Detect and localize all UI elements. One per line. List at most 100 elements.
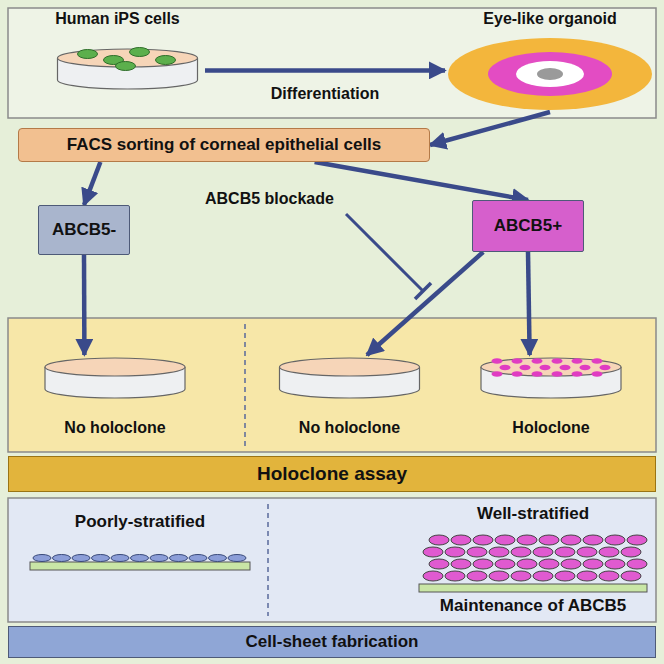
population-box: ABCB5+	[472, 200, 584, 252]
figure-label: Poorly-stratified	[22, 512, 258, 532]
epithelial-cell	[577, 547, 597, 557]
epithelial-cell	[583, 559, 603, 569]
ips-colony	[78, 50, 98, 59]
epithelial-cell	[423, 571, 443, 581]
organoid-layer	[488, 52, 612, 96]
epithelial-cell	[621, 571, 641, 581]
epithelial-cell	[33, 555, 51, 562]
epithelial-cell	[517, 535, 537, 545]
epithelial-cell	[467, 547, 487, 557]
figure	[445, 34, 655, 112]
inhibition-stem	[346, 214, 423, 291]
organoid-layer	[448, 38, 652, 110]
arrow-connector	[315, 162, 528, 200]
epithelial-cell	[533, 571, 553, 581]
figure-label: No holoclone	[30, 419, 200, 437]
edge-label: Differentiation	[271, 85, 379, 103]
epithelial-cell	[228, 555, 246, 562]
annotation-label: ABCB5 blockade	[205, 190, 334, 208]
cell-sheet: Well-stratifiedMaintenance of ABCB5	[415, 504, 651, 618]
box-label: ABCB5-	[52, 220, 116, 240]
epithelial-cell	[473, 535, 493, 545]
holoclone-colony	[580, 365, 591, 371]
holoclone-colony	[592, 358, 603, 364]
figure	[30, 355, 200, 411]
epithelial-cell	[627, 535, 647, 545]
top-panel	[8, 8, 656, 118]
dish-medium	[280, 358, 420, 376]
divider-line	[244, 324, 246, 446]
epithelial-cell	[489, 571, 509, 581]
ips-colony	[130, 48, 150, 57]
ips-colony	[116, 62, 136, 71]
epithelial-cell	[170, 555, 188, 562]
figure-label: Human iPS cells	[30, 10, 205, 28]
holoclone-colony	[512, 371, 523, 377]
epithelial-cell	[189, 555, 207, 562]
epithelial-cell	[533, 547, 553, 557]
figure	[462, 355, 640, 411]
epithelial-cell	[451, 559, 471, 569]
figure-label: No holoclone	[262, 419, 437, 437]
epithelial-cell	[445, 571, 465, 581]
epithelial-cell	[599, 547, 619, 557]
figure	[262, 355, 437, 411]
epithelial-cell	[561, 535, 581, 545]
figure	[22, 546, 258, 586]
epithelial-cell	[451, 535, 471, 545]
box-label: FACS sorting of corneal epithelial cells	[67, 135, 382, 155]
epithelial-cell	[555, 571, 575, 581]
inhibition-bar	[415, 283, 431, 299]
epithelial-cell	[473, 559, 493, 569]
epithelial-cell	[539, 559, 559, 569]
holoclone-colony	[572, 358, 583, 364]
holoclone-colony	[520, 365, 531, 371]
epithelial-cell	[583, 535, 603, 545]
epithelial-cell	[561, 559, 581, 569]
box-label: ABCB5+	[494, 216, 563, 236]
dish-medium	[45, 358, 185, 376]
figure-label: Eye-like organoid	[445, 10, 655, 28]
epithelial-cell	[539, 535, 559, 545]
epithelial-cell	[111, 555, 129, 562]
epithelial-cell	[511, 547, 531, 557]
epithelial-cell	[209, 555, 227, 562]
holoclone-colony	[492, 371, 503, 377]
arrow-connector	[84, 162, 100, 205]
organoid: Eye-like organoid	[445, 8, 655, 112]
holoclone-colony	[532, 371, 543, 377]
holoclone-colony	[540, 365, 551, 371]
epithelial-cell	[577, 571, 597, 581]
arrow-connector	[205, 68, 445, 73]
epithelial-cell	[555, 547, 575, 557]
arrow-connector	[82, 255, 87, 355]
box-label: Holoclone assay	[257, 463, 407, 485]
sheet-base	[30, 562, 250, 570]
epithelial-cell	[599, 571, 619, 581]
culture-dish: Holoclone	[462, 355, 640, 443]
arrow-connector	[430, 112, 550, 145]
epithelial-cell	[72, 555, 90, 562]
epithelial-cell	[605, 535, 625, 545]
epithelial-cell	[92, 555, 110, 562]
epithelial-cell	[467, 571, 487, 581]
culture-dish: No holoclone	[262, 355, 437, 443]
arrow-connector	[367, 252, 483, 355]
epithelial-cell	[621, 547, 641, 557]
holoclone-colony	[552, 371, 563, 377]
epithelial-cell	[131, 555, 149, 562]
section-band: Cell-sheet fabrication	[8, 626, 656, 658]
figure	[415, 528, 651, 594]
epithelial-cell	[605, 559, 625, 569]
epithelial-cell	[150, 555, 168, 562]
epithelial-cell	[423, 547, 443, 557]
epithelial-cell	[495, 559, 515, 569]
section-band: Holoclone assay	[8, 456, 656, 492]
box-label: Cell-sheet fabrication	[246, 632, 419, 652]
assay-panel	[8, 318, 656, 452]
ips-colony	[156, 56, 176, 65]
sheet-panel	[8, 498, 656, 622]
figure-label: Maintenance of ABCB5	[415, 596, 651, 616]
holoclone-colony	[600, 365, 611, 371]
figure	[30, 36, 205, 104]
